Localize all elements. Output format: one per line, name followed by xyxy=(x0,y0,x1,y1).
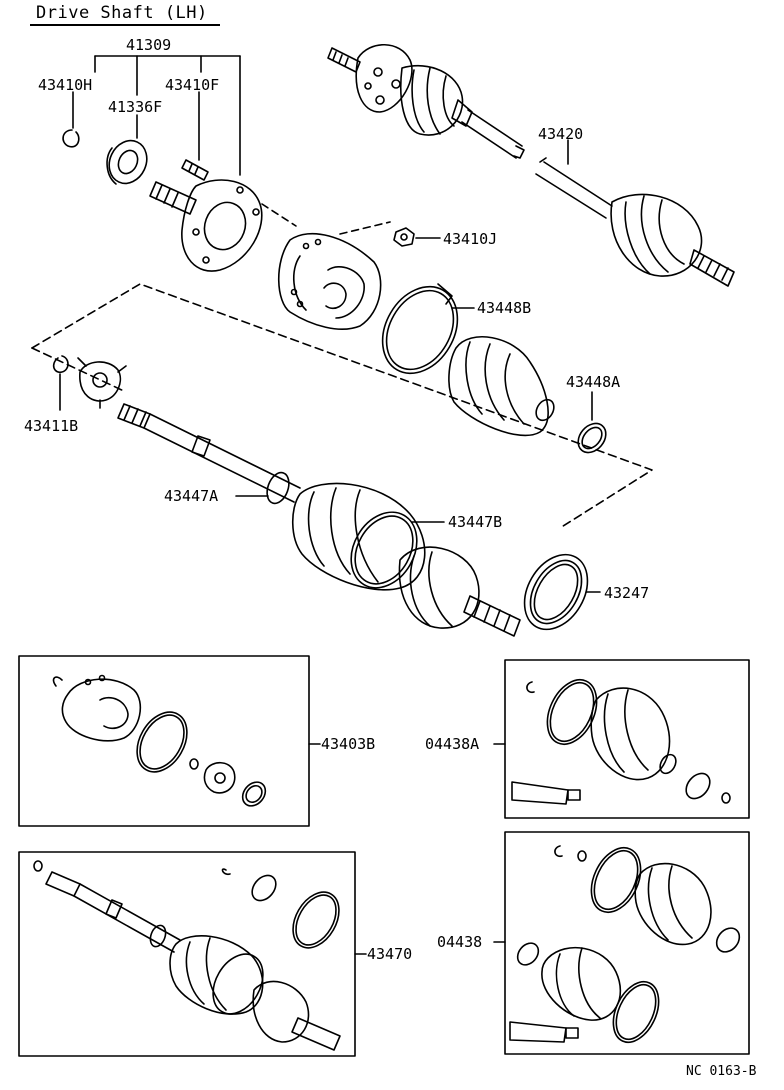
label-43420: 43420 xyxy=(538,125,584,143)
boot-band-43448A xyxy=(577,422,607,454)
label-43411B: 43411B xyxy=(24,417,79,435)
label-43403B: 43403B xyxy=(321,735,376,753)
leader-41309 xyxy=(72,55,241,176)
inner-joint-housing xyxy=(277,232,382,330)
label-43448B: 43448B xyxy=(477,299,532,317)
label-43447B: 43447B xyxy=(448,513,503,531)
kit-43470-parts xyxy=(33,860,341,1051)
label-43410H: 43410H xyxy=(38,76,93,94)
label-43410J: 43410J xyxy=(443,230,498,248)
title-underline xyxy=(30,24,220,26)
inner-boot xyxy=(448,336,555,437)
nut-43410J xyxy=(393,227,415,247)
label-04438A: 04438A xyxy=(425,735,480,753)
kit-box-43403B xyxy=(18,655,310,827)
diagram-title: Drive Shaft (LH) xyxy=(36,3,208,23)
tripod-joint xyxy=(77,357,127,409)
kit-43403B-parts xyxy=(52,674,267,807)
label-41336F: 41336F xyxy=(108,98,163,116)
flange-shaft-41309 xyxy=(149,179,263,272)
bolt-43410F xyxy=(181,159,209,181)
kit-04438-parts xyxy=(509,845,741,1044)
label-43448A: 43448A xyxy=(566,373,621,391)
snap-ring-43411B xyxy=(52,355,69,374)
label-43447A: 43447A xyxy=(164,487,219,505)
drive-shaft-assembly-43420 xyxy=(327,44,735,287)
snap-ring-43410H xyxy=(62,129,80,148)
dust-deflector-43247 xyxy=(523,553,589,631)
diagram-code: NC 0163-B xyxy=(686,1064,757,1079)
kit-box-04438 xyxy=(504,831,750,1055)
kit-04438A-parts xyxy=(511,679,731,805)
label-41309: 41309 xyxy=(126,36,172,54)
oil-seal-41336F xyxy=(106,139,148,185)
boot-band-43448B xyxy=(381,283,459,375)
label-43470: 43470 xyxy=(367,945,413,963)
label-43410F: 43410F xyxy=(165,76,220,94)
label-04438: 04438 xyxy=(437,933,483,951)
label-43247: 43247 xyxy=(604,584,650,602)
kit-box-04438A xyxy=(504,659,750,819)
enclosure-dashed xyxy=(31,283,653,529)
inner-shaft-assembly xyxy=(117,403,521,637)
